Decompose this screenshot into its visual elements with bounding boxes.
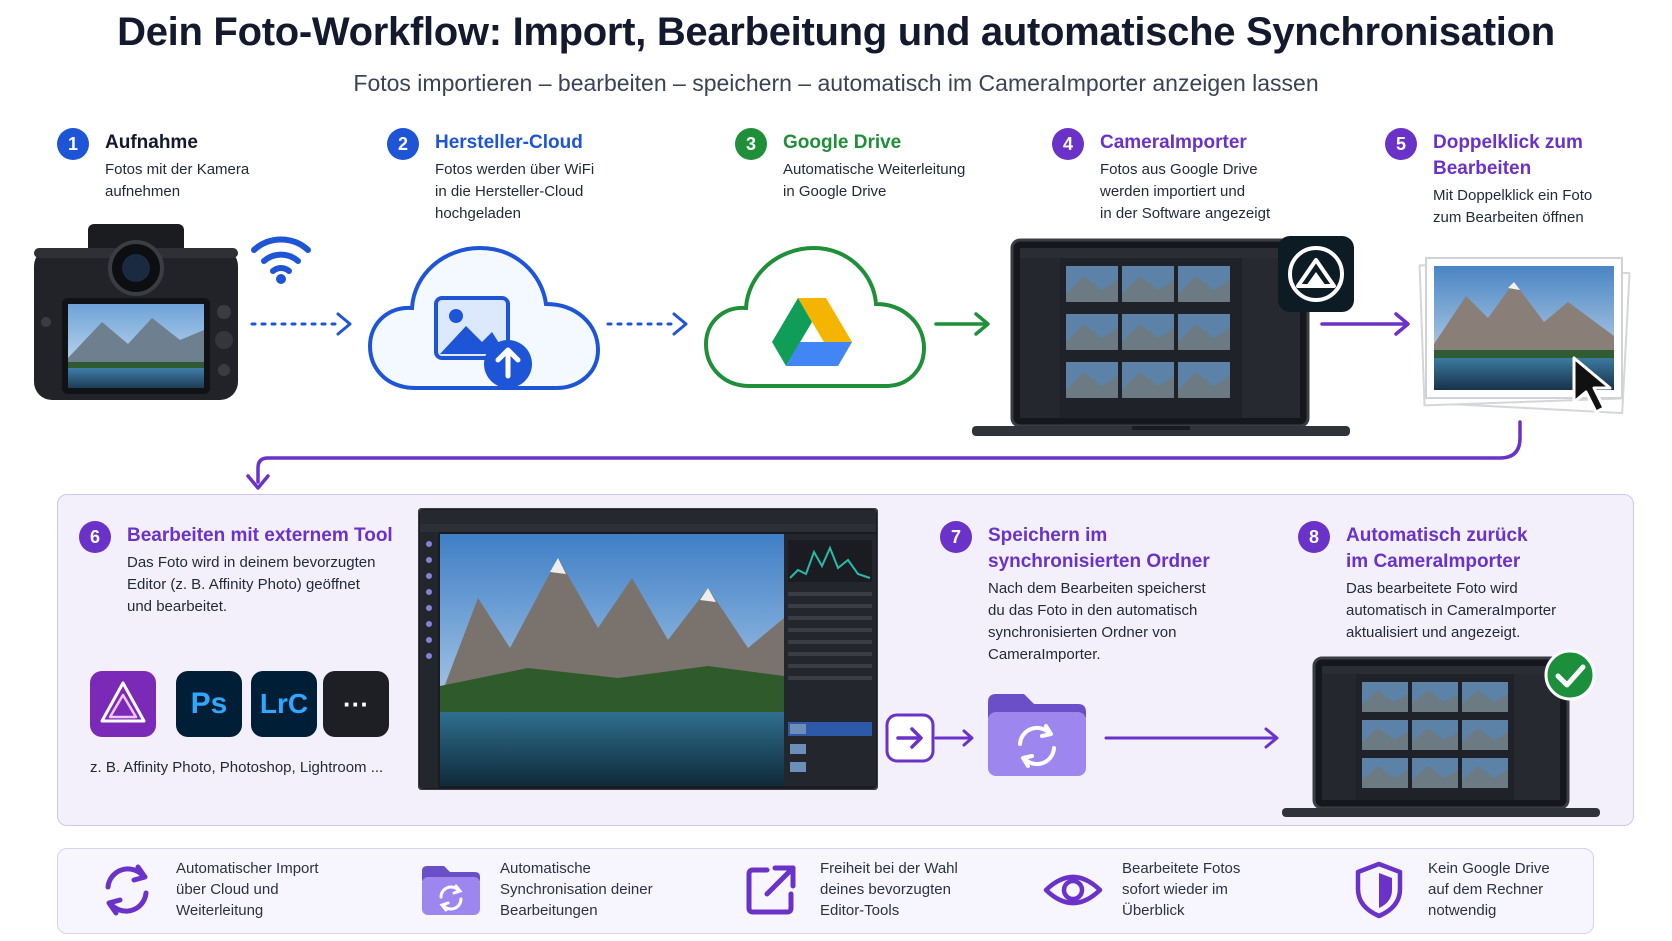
step-title: Speichern im	[988, 525, 1108, 546]
step-desc-line: zum Bearbeiten öffnen	[1433, 209, 1584, 226]
step-desc-line: Mit Doppelklick ein Foto	[1433, 187, 1593, 204]
step-2-header: 2 Hersteller-Cloud Fotos werden über WiF…	[387, 128, 594, 225]
benefit-line: Bearbeitungen	[500, 902, 598, 919]
step-badge: 7	[940, 521, 972, 553]
benefit-line: Synchronisation deiner	[500, 881, 653, 898]
step-badge: 1	[57, 128, 89, 160]
check-icon	[1544, 649, 1596, 701]
step-desc-line: Das Foto wird in deinem bevorzugten	[127, 554, 376, 571]
benefit-line: Automatischer Import	[176, 860, 319, 877]
step-title: Aufnahme	[105, 132, 198, 153]
step-badge: 2	[387, 128, 419, 160]
page-title: Dein Foto-Workflow: Import, Bearbeitung …	[117, 10, 1555, 54]
benefit-item: Automatische Synchronisation deiner Bear…	[420, 858, 690, 921]
step-desc-line: Das bearbeitete Foto wird	[1346, 580, 1518, 597]
benefit-line: deines bevorzugten	[820, 881, 951, 898]
arrow-right	[1320, 312, 1410, 336]
step-title: synchronisierten Ordner	[988, 551, 1210, 572]
step-desc-line: in Google Drive	[783, 183, 887, 200]
sync-folder-icon	[988, 694, 1086, 776]
benefit-line: Bearbeitete Fotos	[1122, 860, 1241, 877]
hersteller-cloud-icon	[367, 245, 601, 390]
step-6-header: 6 Bearbeiten mit externem Tool Das Foto …	[79, 521, 393, 618]
wifi-icon	[251, 236, 311, 284]
step-badge: 3	[735, 128, 767, 160]
arrow-right	[1104, 727, 1279, 749]
more-tools-icon: ···	[323, 671, 389, 737]
save-arrow-icon	[885, 713, 974, 763]
benefits-bar	[57, 848, 1594, 934]
step-badge: 5	[1385, 128, 1417, 160]
step-desc-line: Editor (z. B. Affinity Photo) geöffnet	[127, 576, 360, 593]
step-desc-line: Nach dem Bearbeiten speicherst	[988, 580, 1206, 597]
benefit-line: auf dem Rechner	[1428, 881, 1544, 898]
step-title: Bearbeiten mit externem Tool	[127, 525, 393, 546]
benefit-line: notwendig	[1428, 902, 1497, 919]
step-title: im CameraImporter	[1346, 551, 1521, 572]
step-desc-line: in die Hersteller-Cloud	[435, 183, 584, 200]
benefit-line: Automatische	[500, 860, 591, 877]
step-1-header: 1 Aufnahme Fotos mit der Kamera aufnehme…	[57, 128, 249, 203]
step-desc-line: hochgeladen	[435, 205, 521, 222]
affinity-photo-icon	[90, 671, 156, 737]
cameraimporter-logo-icon	[1278, 236, 1354, 312]
step-desc-line: Fotos aus Google Drive	[1100, 161, 1258, 178]
step-badge: 4	[1052, 128, 1084, 160]
step-8-header: 8 Automatisch zurück im CameraImporter D…	[1298, 521, 1556, 644]
tools-caption: z. B. Affinity Photo, Photoshop, Lightro…	[90, 759, 384, 776]
step-desc-line: CameraImporter.	[988, 646, 1101, 663]
benefit-item: Bearbeitete Fotos sofort wieder im Überb…	[1042, 858, 1312, 921]
photo-editor-window	[418, 508, 878, 790]
step-badge: 6	[79, 521, 111, 553]
step-desc-line: und bearbeitet.	[127, 598, 228, 615]
step-desc-line: du das Foto in den automatisch	[988, 602, 1198, 619]
step-title: CameraImporter	[1100, 132, 1247, 153]
photoshop-icon: Ps	[176, 671, 242, 737]
cameraimporter-laptop-updated	[1282, 656, 1600, 817]
step-3-header: 3 Google Drive Automatische Weiterleitun…	[735, 128, 965, 203]
step-title: Doppelklick zum Bearbeiten	[1433, 132, 1583, 179]
benefit-line: sofort wieder im	[1122, 881, 1228, 898]
benefit-item: Kein Google Drive auf dem Rechner notwen…	[1348, 858, 1618, 921]
step-title: Hersteller-Cloud	[435, 132, 583, 153]
step-desc-line: in der Software angezeigt	[1100, 205, 1271, 222]
step-desc-line: synchronisierten Ordner von	[988, 624, 1177, 641]
step-desc-line: Fotos werden über WiFi	[435, 161, 595, 178]
page-subtitle: Fotos importieren – bearbeiten – speiche…	[353, 70, 1319, 96]
benefit-item: Freiheit bei der Wahl deines bevorzugten…	[740, 858, 1010, 921]
google-drive-cloud-icon	[703, 245, 927, 388]
step-7-header: 7 Speichern im synchronisierten Ordner N…	[940, 521, 1210, 666]
arrow-right	[934, 312, 990, 336]
lightroom-classic-icon: LrC	[251, 671, 317, 737]
connector-arrow	[246, 420, 1522, 490]
step-title: Automatisch zurück	[1346, 525, 1528, 546]
benefit-line: Überblick	[1122, 902, 1185, 919]
step-desc-line: aufnehmen	[105, 183, 181, 200]
sync-folder-icon	[420, 859, 482, 921]
benefit-line: Freiheit bei der Wahl	[820, 860, 958, 877]
dotted-arrow	[250, 312, 352, 336]
benefit-line: Weiterleitung	[176, 902, 264, 919]
step-5-header: 5 Doppelklick zum Bearbeiten Mit Doppelk…	[1385, 128, 1672, 229]
cameraimporter-laptop	[972, 238, 1350, 436]
step-desc-line: Automatische Weiterleitung	[783, 161, 966, 178]
step-desc-line: aktualisiert und angezeigt.	[1346, 624, 1521, 641]
benefit-item: Automatischer Import über Cloud und Weit…	[96, 858, 366, 921]
photo-stack-icon	[1418, 257, 1631, 415]
step-desc-line: Fotos mit der Kamera	[105, 161, 250, 178]
step-desc-line: werden importiert und	[1100, 183, 1246, 200]
sync-icon	[96, 859, 158, 921]
shield-icon	[1348, 859, 1410, 921]
dotted-arrow	[606, 312, 688, 336]
camera-icon	[34, 224, 238, 400]
step-badge: 8	[1298, 521, 1330, 553]
benefit-line: über Cloud und	[176, 881, 279, 898]
step-desc-line: automatisch in CameraImporter	[1346, 602, 1557, 619]
external-link-icon	[740, 859, 802, 921]
step-4-header: 4 CameraImporter Fotos aus Google Drive …	[1052, 128, 1270, 225]
eye-icon	[1042, 859, 1104, 921]
benefit-line: Kein Google Drive	[1428, 860, 1550, 877]
benefit-line: Editor-Tools	[820, 902, 900, 919]
step-title: Google Drive	[783, 132, 902, 153]
